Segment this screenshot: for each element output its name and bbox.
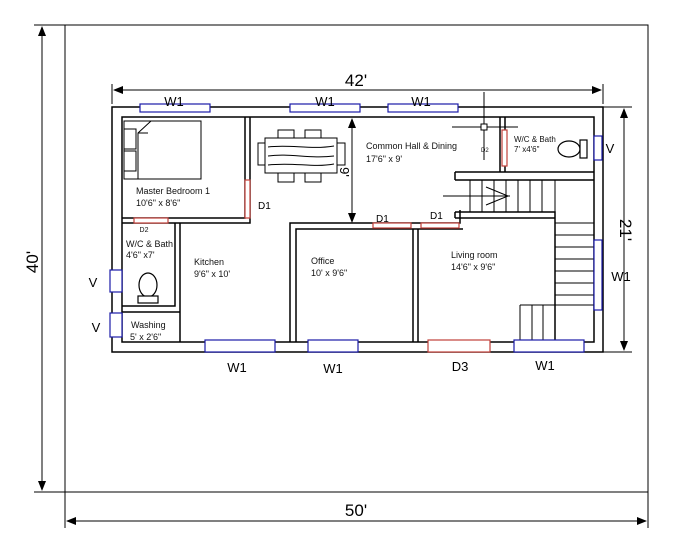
ventilator-label: V (606, 141, 615, 156)
dimension-house-width: 42' (111, 71, 604, 104)
staircase (443, 180, 594, 342)
door-label: D2 (140, 227, 149, 234)
window-label: W1 (411, 94, 431, 109)
room-size: 5' x 2'6" (130, 332, 161, 342)
dimension-plot-width: 50' (64, 492, 649, 528)
room-size: 17'6" x 9' (366, 154, 402, 164)
plot-width-label: 50' (345, 501, 367, 520)
door-label: D1 (258, 201, 271, 212)
doors (133, 129, 508, 353)
bed (123, 120, 202, 180)
window-label: W1 (315, 94, 335, 109)
window-label: W1 (164, 94, 184, 109)
door-label: D2 (481, 148, 489, 154)
room-name: Master Bedroom 1 (136, 186, 210, 196)
room-name: W/C & Bath (514, 135, 556, 144)
room-size: 7' x4'6" (514, 145, 540, 154)
room-name: Living room (451, 250, 498, 260)
room-size: 4'6" x7' (126, 250, 155, 260)
door-label: D1 (376, 214, 389, 225)
window-label: W1 (535, 358, 555, 373)
dining-table (257, 129, 346, 183)
dimension-hall-height: 9' (337, 118, 356, 223)
hall-height-label: 9' (337, 167, 352, 177)
room-size: 14'6" x 9'6" (451, 262, 495, 272)
switch-symbol (452, 92, 518, 160)
opening-labels: W1 W1 W1 W1 W1 W1 D3 W1 V V V D1 D1 D1 D… (89, 94, 631, 376)
room-size: 9'6" x 10' (194, 269, 230, 279)
window-label: W1 (227, 360, 247, 375)
window-label: W1 (611, 269, 631, 284)
plot-depth-label: 40' (23, 251, 42, 273)
door-label: D1 (430, 211, 443, 222)
room-size: 10' x 9'6" (311, 268, 347, 278)
dimension-house-depth: 21' (603, 106, 635, 353)
window-label: W1 (323, 361, 343, 376)
room-name: Kitchen (194, 257, 224, 267)
room-name: Office (311, 256, 334, 266)
dimension-plot-depth: 40' (23, 24, 65, 493)
room-name: W/C & Bath (126, 239, 173, 249)
house-depth-label: 21' (616, 219, 635, 241)
toilet-icon (137, 139, 588, 304)
room-name: Washing (131, 320, 166, 330)
door-label: D3 (452, 359, 469, 374)
ventilator-label: V (89, 275, 98, 290)
plot-boundary (64, 24, 649, 493)
room-name: Common Hall & Dining (366, 141, 457, 151)
room-labels: Master Bedroom 1 10'6" x 8'6" W/C & Bath… (126, 135, 556, 342)
ventilator-label: V (92, 320, 101, 335)
windows (109, 103, 603, 353)
room-size: 10'6" x 8'6" (136, 198, 180, 208)
house-width-label: 42' (345, 71, 367, 90)
